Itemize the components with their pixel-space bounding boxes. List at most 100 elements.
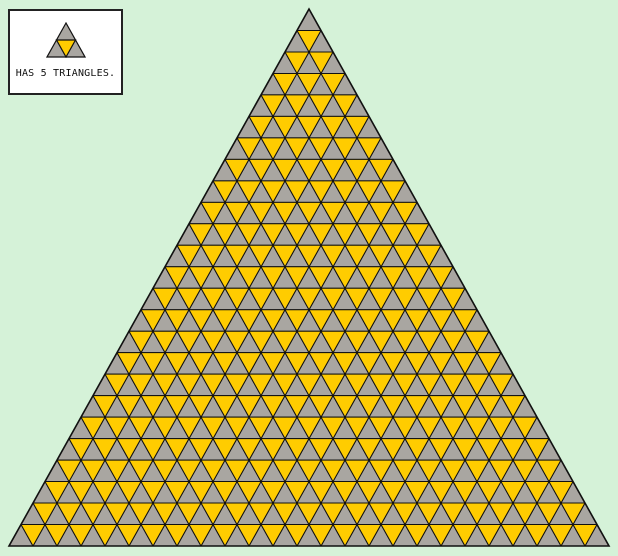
downward-triangle [128,416,154,440]
downward-triangle [248,330,274,354]
downward-triangle [356,481,382,504]
downward-triangle [332,94,358,117]
downward-triangle [308,180,334,203]
downward-triangle [140,438,166,461]
downward-triangle [344,201,370,225]
downward-triangle [452,438,478,461]
downward-triangle [404,223,430,246]
downward-triangle [380,180,406,203]
downward-triangle [368,459,394,483]
downward-triangle [260,94,286,117]
downward-triangle [512,502,538,526]
downward-triangle [320,115,346,139]
downward-triangle [272,459,298,483]
downward-triangle [428,352,454,375]
downward-triangle [188,524,214,547]
downward-triangle [92,481,118,504]
downward-triangle [104,416,130,440]
downward-triangle [44,524,70,547]
downward-triangle [272,244,298,268]
downward-triangle [332,266,358,289]
downward-triangle [152,330,178,354]
downward-triangle [68,438,94,461]
downward-triangle [200,416,226,440]
downward-triangle [260,524,286,547]
downward-triangle [512,416,538,440]
downward-triangle [440,502,466,526]
downward-triangle [344,244,370,268]
downward-triangle [404,524,430,547]
downward-triangle [476,524,502,547]
downward-triangle [212,395,238,418]
downward-triangle [176,287,202,311]
downward-triangle [176,502,202,526]
downward-triangle [560,502,586,526]
downward-triangle [152,287,178,311]
downward-triangle [380,438,406,461]
downward-triangle [500,438,526,461]
downward-triangle [332,438,358,461]
downward-triangle [92,395,118,418]
downward-triangle [452,481,478,504]
downward-triangle [392,201,418,225]
downward-triangle [260,481,286,504]
downward-triangle [176,330,202,354]
downward-triangle [452,524,478,547]
downward-triangle [380,481,406,504]
downward-triangle [296,502,322,526]
downward-triangle [320,373,346,397]
downward-triangle [104,502,130,526]
downward-triangle [236,395,262,418]
downward-triangle [404,266,430,289]
downward-triangle [308,438,334,461]
downward-triangle [416,502,442,526]
downward-triangle [284,395,310,418]
downward-triangle [200,244,226,268]
downward-triangle [464,373,490,397]
downward-triangle [200,502,226,526]
downward-triangle [80,502,106,526]
downward-triangle [236,266,262,289]
downward-triangle [320,502,346,526]
downward-triangle [368,287,394,311]
downward-triangle [464,459,490,483]
downward-triangle [308,352,334,375]
downward-triangle [272,330,298,354]
downward-triangle [536,459,562,483]
downward-triangle [212,352,238,375]
downward-triangle [248,416,274,440]
downward-triangle [140,352,166,375]
downward-triangle [248,373,274,397]
downward-triangle [104,373,130,397]
downward-triangle [236,481,262,504]
downward-triangle [212,223,238,246]
downward-triangle [284,524,310,547]
downward-triangle [260,266,286,289]
downward-triangle [296,330,322,354]
downward-triangle [320,244,346,268]
downward-triangle [356,352,382,375]
downward-triangle [332,524,358,547]
downward-triangle [224,373,250,397]
downward-triangle [488,459,514,483]
downward-triangle [416,416,442,440]
downward-triangle [380,309,406,332]
triangle-grid [8,8,610,547]
downward-triangle [296,287,322,311]
downward-triangle [212,309,238,332]
downward-triangle [260,137,286,160]
downward-triangle [344,330,370,354]
downward-triangle [452,352,478,375]
downward-triangle [524,524,550,547]
downward-triangle [236,309,262,332]
downward-triangle [344,459,370,483]
downward-triangle [248,201,274,225]
downward-triangle [248,244,274,268]
downward-triangle [68,481,94,504]
downward-triangle [188,352,214,375]
downward-triangle [236,180,262,203]
downward-triangle [404,481,430,504]
downward-triangle [332,395,358,418]
downward-triangle [260,438,286,461]
